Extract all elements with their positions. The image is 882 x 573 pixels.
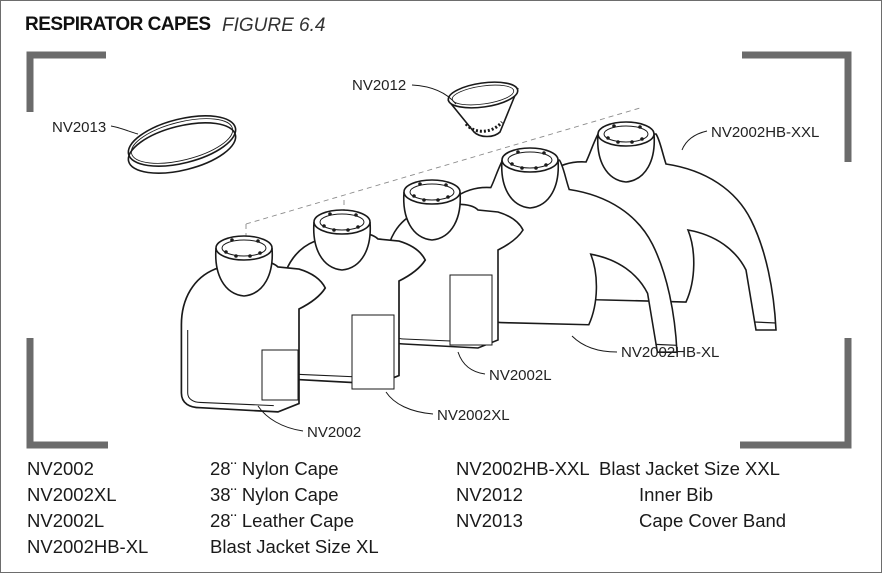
label-nv2012: NV2012 [352, 77, 406, 94]
legend-code: NV2002 [27, 458, 94, 479]
label-nv2002xl: NV2002XL [437, 407, 510, 424]
leader-lines [110, 84, 708, 432]
legend-code: NV2002HB-XXL [456, 458, 590, 479]
label-nv2002hb-xxl: NV2002HB-XXL [711, 124, 819, 141]
nylon-cape-28 [180, 235, 327, 413]
label-nv2013: NV2013 [52, 119, 106, 136]
legend-code: NV2002XL [27, 484, 117, 505]
nylon-cape-38 [280, 209, 427, 390]
figure-title: RESPIRATOR CAPES [25, 14, 211, 35]
corner-brackets [26, 51, 852, 449]
label-nv2002hb-xl: NV2002HB-XL [621, 344, 719, 361]
legend-code: NV2013 [456, 510, 523, 531]
legend-code: NV2002L [27, 510, 105, 531]
inner-bib-part [447, 81, 519, 138]
legend-desc: Cape Cover Band [639, 510, 787, 531]
legend-desc: Inner Bib [639, 484, 714, 505]
leather-cape [385, 179, 524, 349]
label-nv2002: NV2002 [307, 424, 361, 441]
legend-code: NV2002HB-XL [27, 536, 149, 557]
legend-desc: 28¨ Nylon Cape [210, 458, 339, 479]
legend-desc: 38¨ Nylon Cape [210, 484, 339, 505]
legend-code: NV2012 [456, 484, 523, 505]
legend-desc: Blast Jacket Size XL [210, 536, 379, 557]
cover-band-part [127, 115, 237, 174]
label-nv2002l: NV2002L [489, 367, 552, 384]
figure-number: FIGURE 6.4 [222, 15, 326, 36]
legend-desc: Blast Jacket Size XXL [599, 458, 780, 479]
legend-desc: 28¨ Leather Cape [210, 510, 354, 531]
